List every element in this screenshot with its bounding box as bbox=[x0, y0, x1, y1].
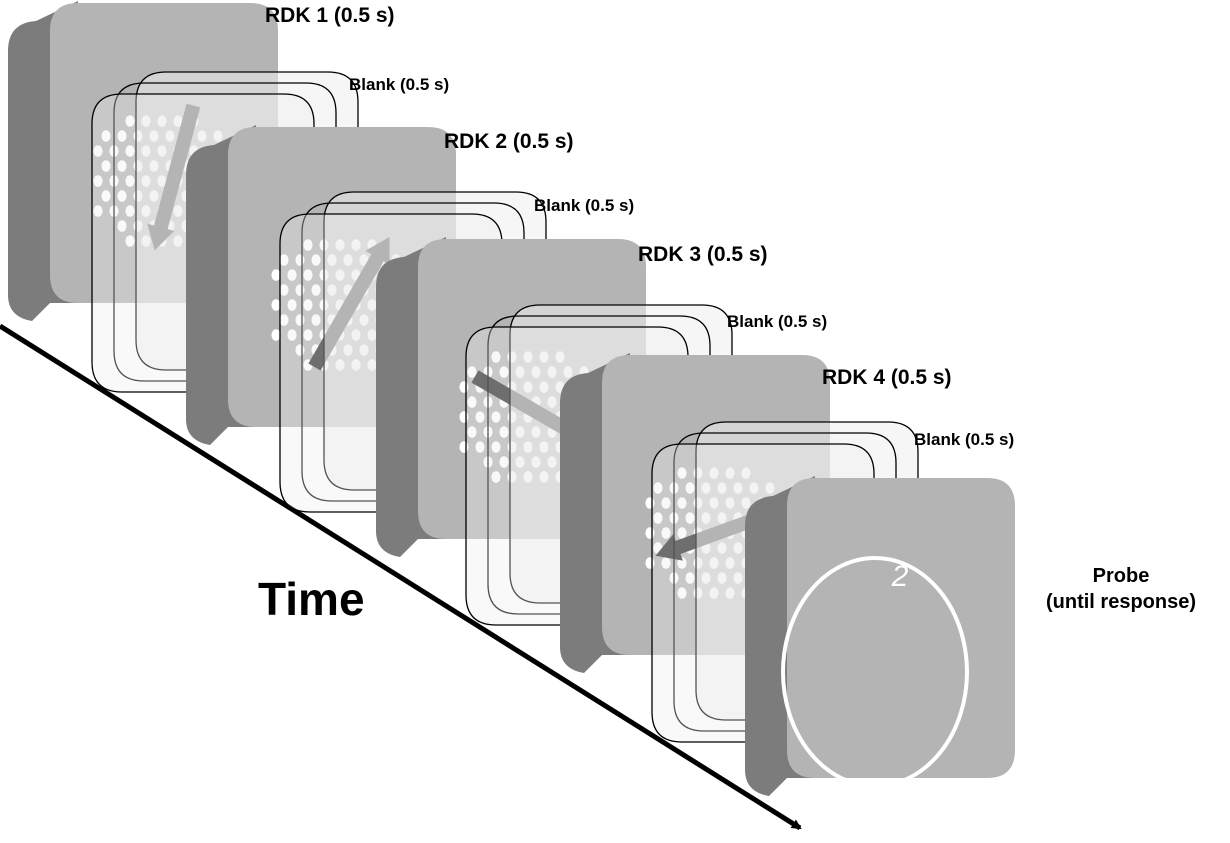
dot bbox=[125, 175, 135, 187]
rdk3-label: RDK 3 (0.5 s) bbox=[638, 243, 768, 266]
dot bbox=[677, 527, 687, 539]
dot bbox=[491, 441, 501, 453]
probe-label-line1: Probe bbox=[1092, 565, 1150, 587]
dot bbox=[125, 205, 135, 217]
dot bbox=[101, 190, 111, 202]
dot bbox=[491, 351, 501, 363]
blank1-label: Blank (0.5 s) bbox=[349, 75, 450, 94]
dot bbox=[93, 175, 103, 187]
dot bbox=[677, 467, 687, 479]
dot bbox=[685, 482, 695, 494]
dot bbox=[93, 145, 103, 157]
probe-card-face bbox=[787, 478, 1015, 778]
dot bbox=[125, 115, 135, 127]
dot bbox=[117, 130, 127, 142]
dot bbox=[271, 269, 281, 281]
dot bbox=[271, 329, 281, 341]
probe-label: Probe (until response) bbox=[1016, 563, 1226, 615]
probe-label-line2: (until response) bbox=[1045, 591, 1196, 613]
probe-number: 2 bbox=[891, 560, 909, 593]
dot bbox=[279, 314, 289, 326]
dot bbox=[93, 205, 103, 217]
blank3-label: Blank (0.5 s) bbox=[727, 312, 828, 331]
time-axis-label: Time bbox=[258, 573, 365, 625]
dot bbox=[279, 254, 289, 266]
dot bbox=[475, 441, 485, 453]
dot bbox=[303, 329, 313, 341]
dot bbox=[125, 235, 135, 247]
dot bbox=[271, 299, 281, 311]
dot bbox=[653, 512, 663, 524]
dot bbox=[287, 329, 297, 341]
dot bbox=[303, 269, 313, 281]
dot bbox=[499, 426, 509, 438]
dot bbox=[125, 145, 135, 157]
rdk2-label: RDK 2 (0.5 s) bbox=[444, 130, 574, 153]
dot bbox=[661, 527, 671, 539]
dot bbox=[101, 160, 111, 172]
dot bbox=[303, 299, 313, 311]
dot bbox=[677, 587, 687, 599]
dot bbox=[117, 190, 127, 202]
dot bbox=[499, 456, 509, 468]
dot bbox=[475, 411, 485, 423]
dot bbox=[467, 396, 477, 408]
dot bbox=[467, 426, 477, 438]
dot bbox=[311, 254, 321, 266]
rdk4-label: RDK 4 (0.5 s) bbox=[822, 366, 952, 389]
dot bbox=[117, 220, 127, 232]
dot bbox=[661, 497, 671, 509]
dot bbox=[499, 366, 509, 378]
dot bbox=[279, 284, 289, 296]
dot bbox=[287, 299, 297, 311]
rdk1-label: RDK 1 (0.5 s) bbox=[265, 4, 395, 27]
dot bbox=[491, 411, 501, 423]
dot bbox=[311, 284, 321, 296]
dot bbox=[303, 239, 313, 251]
dot bbox=[653, 482, 663, 494]
probe-response-circle bbox=[781, 556, 969, 788]
time-axis-line bbox=[0, 323, 802, 831]
dot bbox=[491, 471, 501, 483]
dot bbox=[311, 314, 321, 326]
dot bbox=[685, 572, 695, 584]
dot bbox=[287, 269, 297, 281]
blank2-label: Blank (0.5 s) bbox=[534, 196, 635, 215]
dot bbox=[685, 512, 695, 524]
dot bbox=[467, 366, 477, 378]
probe-frame: 2 bbox=[745, 476, 1015, 796]
blank4-label: Blank (0.5 s) bbox=[914, 430, 1015, 449]
dot bbox=[677, 557, 687, 569]
dot bbox=[661, 557, 671, 569]
dot bbox=[101, 130, 111, 142]
dot bbox=[117, 160, 127, 172]
dot bbox=[677, 497, 687, 509]
